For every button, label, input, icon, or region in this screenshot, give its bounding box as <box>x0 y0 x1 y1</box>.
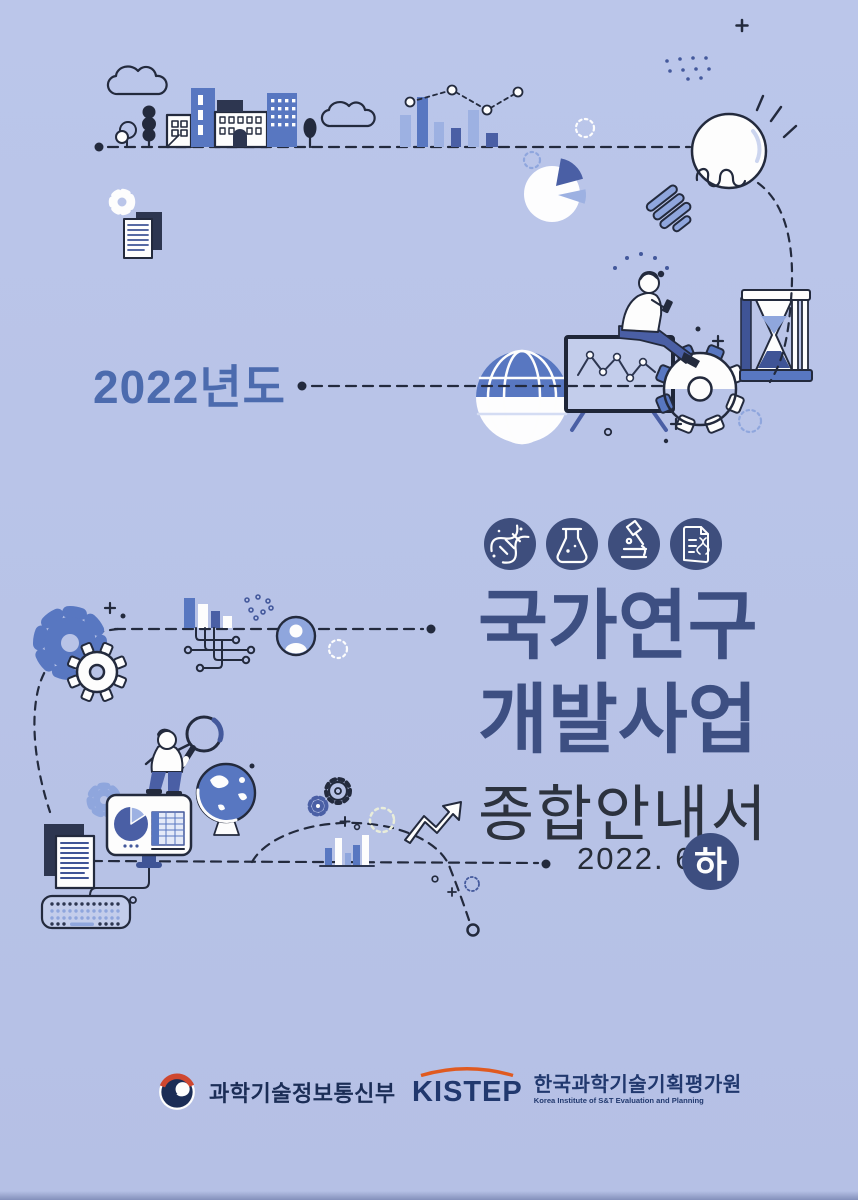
microscope-icon <box>608 518 660 570</box>
dot-cluster <box>244 594 274 621</box>
bar-chart-icon <box>400 84 524 147</box>
institute-logo-group: KISTEP 한국과학기술기획평가원 Korea Institute of S&… <box>412 1066 742 1107</box>
cover-title: 국가연구 개발사업 <box>478 580 758 768</box>
dash-end-dot <box>541 859 551 869</box>
dotted-ring <box>368 806 396 834</box>
plus-mark <box>735 18 749 33</box>
volume-badge: 하 <box>682 833 739 890</box>
year-label: 2022년도 <box>93 361 286 413</box>
middle-scene <box>33 594 551 937</box>
dot-mark <box>353 823 361 831</box>
title-line-1: 국가연구 <box>478 584 758 669</box>
dotted-ring <box>522 150 542 170</box>
curve-dashed-line <box>756 181 794 384</box>
dot-grid <box>665 56 711 81</box>
keyboard-icon <box>40 894 132 930</box>
pie-chart-icon <box>524 158 586 222</box>
open-circle-mark <box>466 923 480 937</box>
ministry-name: 과학기술정보통신부 <box>209 1081 396 1106</box>
presentation-board-icon <box>564 335 675 432</box>
top-scene <box>94 18 813 445</box>
user-avatar-icon <box>275 615 317 657</box>
documents-icon <box>44 824 96 890</box>
city-buildings-icon <box>115 88 317 149</box>
mini-gears-icon <box>307 777 352 817</box>
monitor-dashboard-icon <box>105 793 193 868</box>
institute-names: 한국과학기술기획평가원 Korea Institute of S&T Evalu… <box>534 1075 742 1107</box>
dot-mark <box>603 427 613 437</box>
cloud-icon <box>320 100 376 128</box>
lightbulb-icon <box>645 94 798 233</box>
dash-start-dot <box>94 142 104 152</box>
volume-badge-label: 하 <box>693 843 728 885</box>
gears-icon <box>33 606 128 703</box>
dot-mark <box>431 875 439 883</box>
plus-mark <box>103 601 117 615</box>
dotted-ring <box>327 638 349 660</box>
gear-icon <box>108 188 136 216</box>
ministry-emblem-icon <box>159 1073 195 1110</box>
network-chart-icon <box>183 598 256 673</box>
institute-acronym: KISTEP <box>412 1076 523 1108</box>
globe-icon <box>476 349 568 445</box>
dot-mark <box>120 613 126 619</box>
plus-mark <box>447 887 457 897</box>
plus-mark <box>711 334 725 348</box>
publish-date: 2022. 6 <box>577 841 695 876</box>
kistep-logomark: KISTEP <box>412 1066 523 1107</box>
plus-mark <box>339 816 351 827</box>
dotted-ring <box>574 117 596 139</box>
gear-icon <box>655 344 745 434</box>
title-line-2: 개발사업 <box>478 678 758 763</box>
dot-mark <box>695 326 701 332</box>
ministry-logo-group: 과학기술정보통신부 <box>158 1073 396 1111</box>
dot-mark <box>129 896 137 904</box>
person-magnifier-illustration <box>144 715 224 796</box>
year-dash-dot <box>297 381 307 391</box>
documents-icon <box>123 212 162 259</box>
dash-end-dot <box>426 624 436 634</box>
dotted-ring <box>464 876 480 892</box>
arch-dashed-line <box>250 821 471 922</box>
research-document-icon <box>670 518 722 570</box>
flask-icon <box>546 518 598 570</box>
institute-name-korean: 한국과학기술기획평가원 <box>533 1074 742 1096</box>
institute-name-english: Korea Institute of S&T Evaluation and Pl… <box>533 1096 704 1105</box>
dot-mark <box>663 438 669 444</box>
globe-stand-icon <box>195 762 257 836</box>
mini-bar-chart-icon <box>319 835 375 867</box>
plus-mark <box>669 417 683 431</box>
cable-line <box>89 867 150 897</box>
dna-icon <box>484 518 536 570</box>
person-sitting-illustration <box>613 252 700 368</box>
growth-arrow-icon <box>404 801 462 844</box>
scan-edge-shadow <box>0 1191 858 1200</box>
kistep-arc-icon <box>420 1067 514 1077</box>
dotted-ring <box>737 408 763 434</box>
lower-dashed-line <box>90 859 540 865</box>
cloud-icon <box>106 65 168 96</box>
hourglass-icon <box>739 289 813 382</box>
research-icon-row <box>484 518 722 570</box>
